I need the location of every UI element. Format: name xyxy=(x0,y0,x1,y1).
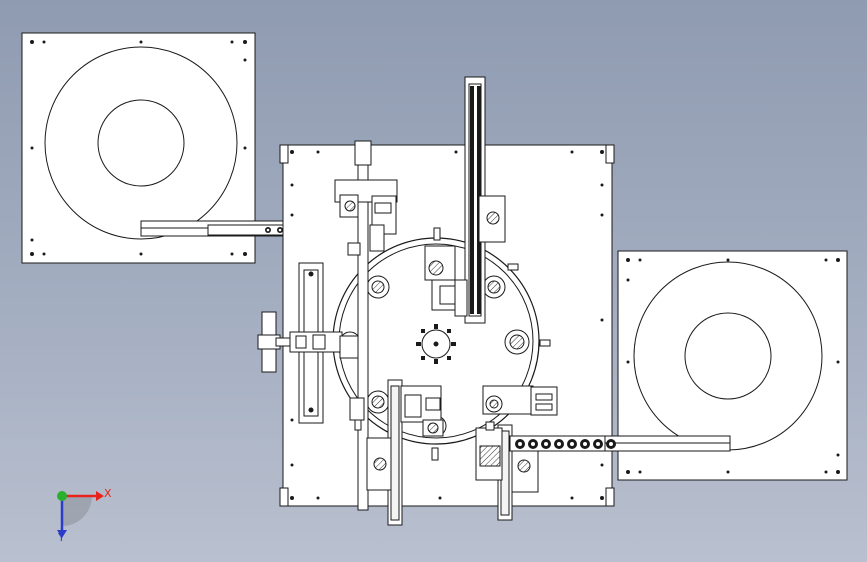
left-reel-plate xyxy=(21,32,256,264)
y-axis-label: Y xyxy=(57,531,65,544)
main-base-plate xyxy=(279,144,615,507)
rotary-station xyxy=(366,390,390,414)
right-feed-tray xyxy=(509,435,731,452)
left-slide-unit xyxy=(257,262,343,424)
triad-quadrant xyxy=(62,496,92,526)
y-axis-arrow xyxy=(57,530,67,538)
rotary-station xyxy=(482,275,506,299)
ring-sensors xyxy=(354,227,551,461)
z-axis-dot xyxy=(57,491,67,501)
rotary-station xyxy=(504,329,530,355)
x-axis-label: X xyxy=(104,487,112,500)
x-axis-arrow xyxy=(96,491,104,501)
rotary-station xyxy=(366,275,390,299)
lower-left-rail xyxy=(366,379,444,526)
upper-left-arm xyxy=(334,140,398,511)
axis-triad: X Y xyxy=(57,487,112,544)
upper-right-rail xyxy=(424,76,506,324)
